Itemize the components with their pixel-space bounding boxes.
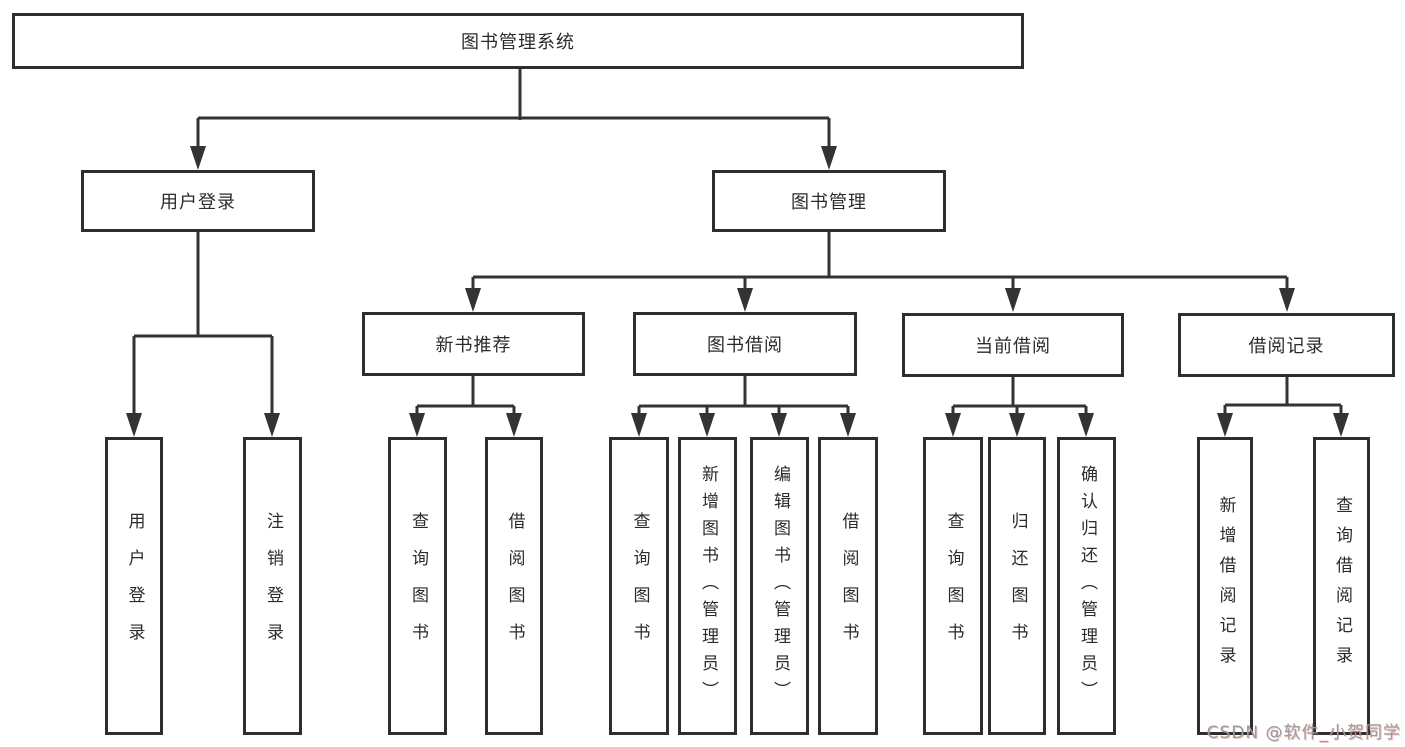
arrowhead-icon xyxy=(737,288,753,312)
leaf-add-borrow-record: 新增借阅记录 xyxy=(1197,437,1253,735)
arrowhead-icon xyxy=(1279,288,1295,312)
connector-book-borrow-split xyxy=(637,376,850,417)
arrowhead-icon xyxy=(840,413,856,437)
arrowhead-icon xyxy=(821,146,837,170)
arrowhead-icon xyxy=(1009,413,1025,437)
connector-user-login-split xyxy=(132,232,274,417)
connector-new-book-split xyxy=(415,376,516,417)
connector-borrow-record-split xyxy=(1223,377,1343,417)
leaf-edit-books-admin-label: 编辑图书（管理员） xyxy=(770,464,790,708)
node-book-management-label: 图书管理 xyxy=(791,192,867,213)
arrowhead-icon xyxy=(699,413,715,437)
node-borrowing-records-label: 借阅记录 xyxy=(1248,336,1325,357)
arrowhead-icon xyxy=(409,413,425,437)
leaf-return-books-label: 归还图书 xyxy=(1007,512,1028,660)
leaf-borrow-books-recommend-label: 借阅图书 xyxy=(504,512,525,660)
leaf-confirm-return-admin: 确认归还（管理员） xyxy=(1057,437,1116,735)
arrowhead-icon xyxy=(190,146,206,170)
leaf-edit-books-admin: 编辑图书（管理员） xyxy=(750,437,809,735)
node-new-book-recommend-label: 新书推荐 xyxy=(435,335,512,356)
node-root: 图书管理系统 xyxy=(12,13,1024,69)
leaf-query-books-recommend-label: 查询图书 xyxy=(408,512,428,660)
arrowhead-icon xyxy=(945,413,961,437)
leaf-return-books: 归还图书 xyxy=(988,437,1046,735)
leaf-query-borrow-record: 查询借阅记录 xyxy=(1313,437,1370,735)
leaf-add-borrow-record-label: 新增借阅记录 xyxy=(1215,496,1236,676)
leaf-logout: 注销登录 xyxy=(243,437,302,735)
node-current-borrowing-label: 当前借阅 xyxy=(975,336,1051,357)
leaf-query-books-current: 查询图书 xyxy=(923,437,983,735)
node-root-label: 图书管理系统 xyxy=(461,32,575,53)
node-book-management: 图书管理 xyxy=(712,170,946,232)
leaf-query-books-recommend: 查询图书 xyxy=(388,437,447,735)
arrowhead-icon xyxy=(126,413,142,437)
leaf-borrow-books-label: 借阅图书 xyxy=(838,512,859,660)
watermark-text: CSDN @软件_小贺同学 xyxy=(1206,723,1401,743)
node-new-book-recommend: 新书推荐 xyxy=(362,312,585,376)
leaf-confirm-return-admin-label: 确认归还（管理员） xyxy=(1077,464,1097,708)
arrowhead-icon xyxy=(1005,288,1021,312)
leaf-user-login: 用户登录 xyxy=(105,437,163,735)
leaf-query-books-borrow: 查询图书 xyxy=(609,437,669,735)
node-book-borrowing: 图书借阅 xyxy=(633,312,857,376)
node-user-login: 用户登录 xyxy=(81,170,315,232)
connector-root-split xyxy=(196,69,831,150)
connector-current-borrow-split xyxy=(951,377,1088,417)
arrowhead-icon xyxy=(264,413,280,437)
leaf-add-books-admin: 新增图书（管理员） xyxy=(678,437,737,735)
arrowhead-icon xyxy=(1217,413,1233,437)
leaf-user-login-label: 用户登录 xyxy=(124,512,145,660)
leaf-borrow-books-recommend: 借阅图书 xyxy=(485,437,543,735)
leaf-query-books-current-label: 查询图书 xyxy=(943,512,964,660)
leaf-query-books-borrow-label: 查询图书 xyxy=(629,512,650,660)
arrowhead-icon xyxy=(506,413,522,437)
leaf-query-borrow-record-label: 查询借阅记录 xyxy=(1332,496,1352,676)
leaf-borrow-books: 借阅图书 xyxy=(818,437,878,735)
arrowhead-icon xyxy=(631,413,647,437)
node-current-borrowing: 当前借阅 xyxy=(902,313,1124,377)
arrowhead-icon xyxy=(771,413,787,437)
arrowhead-icon xyxy=(1333,413,1349,437)
node-book-borrowing-label: 图书借阅 xyxy=(707,335,783,356)
arrowhead-icon xyxy=(465,288,481,312)
leaf-logout-label: 注销登录 xyxy=(263,512,283,660)
leaf-add-books-admin-label: 新增图书（管理员） xyxy=(698,464,718,708)
arrowhead-icon xyxy=(1078,413,1094,437)
node-borrowing-records: 借阅记录 xyxy=(1178,313,1395,377)
node-user-login-label: 用户登录 xyxy=(160,192,236,213)
connector-book-mgmt-split xyxy=(471,232,1289,292)
